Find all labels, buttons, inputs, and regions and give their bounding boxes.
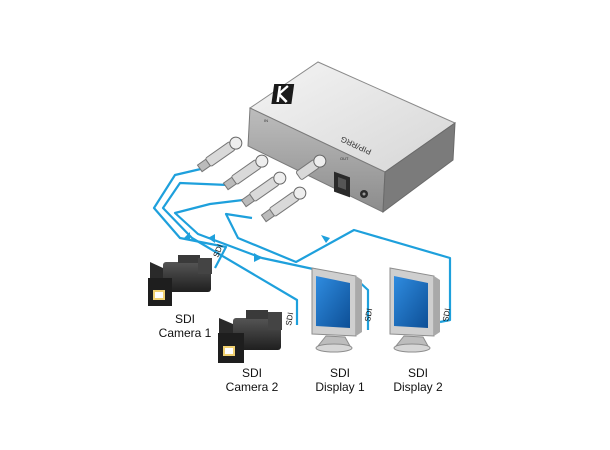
arrow-up bbox=[183, 232, 190, 240]
caption-display-1: SDI Display 1 bbox=[305, 366, 375, 394]
cable-camera2 bbox=[161, 181, 299, 325]
kramer-logo bbox=[271, 84, 295, 104]
caption-display-1-line1: SDI bbox=[329, 366, 350, 380]
bnc-connector bbox=[240, 171, 287, 208]
caption-camera-1: SDI Camera 1 bbox=[150, 312, 220, 340]
bnc-connector bbox=[196, 136, 243, 173]
cables bbox=[152, 166, 452, 330]
caption-camera-1-line1: SDI bbox=[174, 312, 195, 326]
display-1 bbox=[311, 267, 362, 353]
display-2 bbox=[389, 267, 440, 353]
bnc-connector bbox=[260, 186, 307, 223]
switcher-device: PIP/RRG IN OUT bbox=[247, 61, 457, 214]
bnc-connectors bbox=[196, 136, 327, 223]
power-jack bbox=[360, 190, 368, 198]
port-label-in: IN bbox=[264, 118, 268, 123]
port-label-out: OUT bbox=[340, 156, 349, 161]
cable-camera1 bbox=[152, 166, 228, 269]
camera-1 bbox=[148, 255, 212, 306]
cable-display2 bbox=[224, 212, 452, 324]
caption-display-2: SDI Display 2 bbox=[383, 366, 453, 394]
caption-display-2-line1: SDI bbox=[407, 366, 428, 380]
cable-label-camera2: SDI bbox=[284, 312, 295, 327]
arrow-down bbox=[321, 235, 330, 243]
cable-label-display1: SDI bbox=[363, 308, 374, 323]
cable-display1 bbox=[173, 198, 370, 330]
arrow-right bbox=[254, 253, 262, 262]
cable-label-display2: SDI bbox=[441, 308, 452, 323]
camera-2 bbox=[218, 310, 282, 363]
caption-display-1-line2: Display 1 bbox=[315, 380, 365, 394]
control-port-block bbox=[334, 171, 350, 198]
caption-camera-2-line2: Camera 2 bbox=[225, 380, 279, 394]
arrow-left bbox=[208, 234, 215, 243]
caption-display-2-line2: Display 2 bbox=[393, 380, 443, 394]
caption-camera-1-line2: Camera 1 bbox=[158, 326, 212, 340]
caption-camera-2-line1: SDI bbox=[241, 366, 262, 380]
caption-camera-2: SDI Camera 2 bbox=[217, 366, 287, 394]
bnc-connector bbox=[222, 154, 269, 191]
bnc-connector bbox=[295, 154, 327, 180]
